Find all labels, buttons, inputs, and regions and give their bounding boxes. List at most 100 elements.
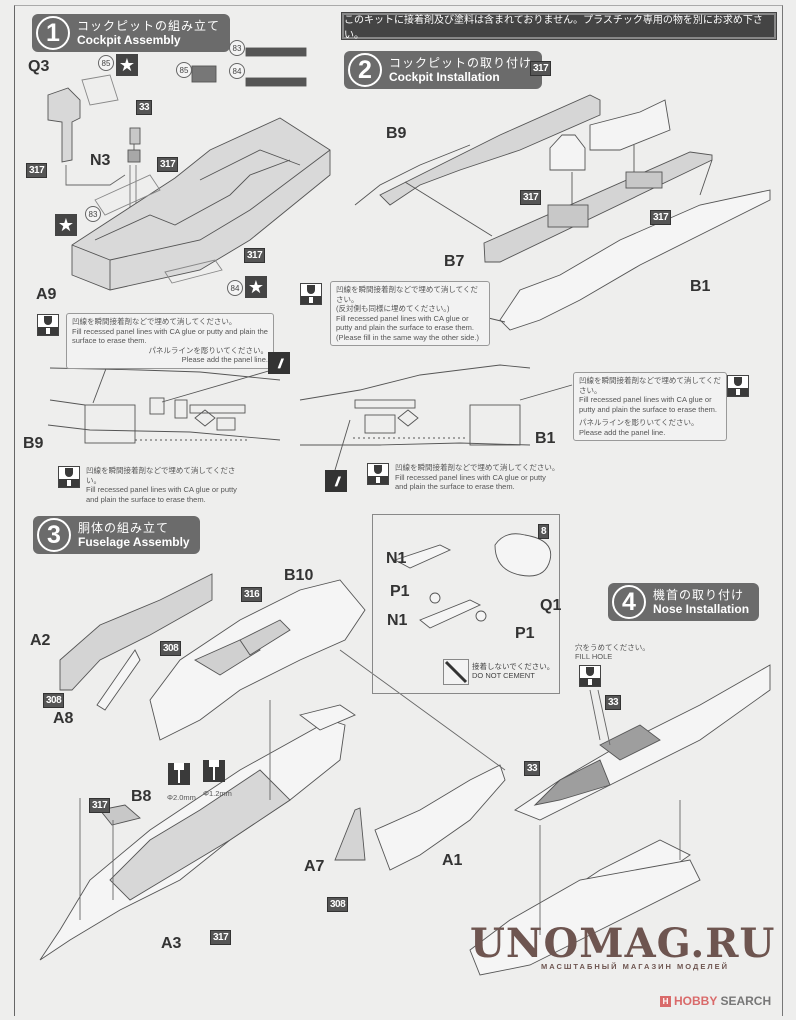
scribe-panel-line-icon: /// (268, 352, 290, 374)
part-label-b9-detail: B9 (23, 435, 44, 452)
decal-number: 85 (98, 55, 114, 71)
step-1-title-jp: コックピットの組み立て (77, 19, 221, 33)
color-code-317: 317 (520, 190, 542, 205)
star-icon: ★ (245, 276, 267, 298)
part-label-p1: P1 (515, 625, 535, 642)
star-icon: ★ (55, 214, 77, 236)
color-code-308: 308 (43, 693, 65, 708)
no-glue-paint-notice: このキットに接着剤及び塗料は含まれておりません。プラスチック専用の物を別にお求め… (341, 12, 777, 41)
step-3-title-jp: 胴体の組み立て (78, 521, 170, 535)
step-2-number: 2 (348, 53, 382, 87)
color-code-317: 317 (650, 210, 672, 225)
fill-panel-lines-both-sides-note: 凹線を瞬間接着剤などで埋めて消してください。 (反対側も同様に埋めてください。)… (330, 281, 490, 346)
step-1-number: 1 (36, 16, 70, 50)
b1-detail-drawing (299, 364, 531, 446)
part-label-a7: A7 (304, 858, 325, 875)
hobbysearch-logo-icon: H (660, 996, 671, 1008)
part-label-b9: B9 (386, 125, 407, 142)
part-label-b1: B1 (690, 278, 711, 295)
step-4-title-jp: 機首の取り付け (653, 588, 745, 602)
putty-fill-icon (727, 375, 749, 397)
part-label-b1-detail: B1 (535, 430, 556, 447)
star-icon: ★ (116, 54, 138, 76)
decal-sheets (81, 47, 307, 106)
putty-fill-icon (367, 463, 389, 485)
note-jp: 凹線を瞬間接着剤などで埋めて消してください。 (72, 317, 237, 326)
part-a7-drawing (334, 807, 366, 861)
part-label-n3: N3 (90, 152, 111, 169)
step-3-header: 3 胴体の組み立て Fuselage Assembly (33, 516, 200, 554)
b9-fill-note: 凹線を瞬間接着剤などで埋めて消してください。 Fill recessed pan… (86, 466, 246, 504)
note-jp: 凹線を瞬間接着剤などで埋めて消してください。 (336, 285, 478, 304)
part-label-b10: B10 (284, 567, 314, 584)
note-jp: 穴をうめてください。 (575, 643, 650, 652)
part-lower-nose-drawing (469, 859, 701, 976)
part-b7-drawing (483, 151, 713, 263)
step-4-title-en: Nose Installation (653, 602, 750, 616)
drill-hole-icon (168, 763, 190, 785)
putty-fill-icon (58, 466, 80, 488)
color-code-8: 8 (538, 524, 550, 539)
fill-panel-lines-note: 凹線を瞬間接着剤などで埋めて消してください。 Fill recessed pan… (66, 313, 274, 369)
decal-number: 83 (85, 206, 101, 222)
note-en: Fill recessed panel lines with CA glue o… (86, 485, 237, 504)
note-en: Fill recessed panel lines with CA glue o… (336, 313, 474, 333)
part-a9-drawing (71, 117, 331, 291)
step-2-title-jp: コックピットの取り付け (389, 56, 533, 70)
scribe-panel-line-icon: /// (325, 470, 347, 492)
drill-diameter-2mm: Φ2.0mm (167, 793, 196, 802)
hobbysearch-hobby: HOBBY (674, 994, 718, 1008)
step-4-number: 4 (612, 585, 646, 619)
part-label-n1: N1 (386, 550, 407, 567)
note-en-2: Please add the panel line. (181, 355, 268, 364)
color-code-317: 317 (26, 163, 48, 178)
unomag-watermark: UNOMAG.RU (470, 920, 776, 967)
putty-fill-icon (300, 283, 322, 305)
part-label-a3: A3 (161, 935, 182, 952)
note-en: Fill recessed panel lines with CA glue o… (72, 326, 268, 346)
step-2-header: 2 コックピットの取り付け Cockpit Installation (344, 51, 543, 89)
do-not-cement-icon (443, 659, 469, 685)
fill-hole-note: 穴をうめてください。 FILL HOLE (575, 643, 650, 661)
color-code-317: 317 (157, 157, 179, 172)
putty-fill-icon (37, 314, 59, 336)
note-jp-2: パネルラインを彫りいてください。 (579, 418, 699, 427)
do-not-cement-note: 接着しないでください。 DO NOT CEMENT (472, 662, 554, 680)
part-label-q1: Q1 (540, 597, 562, 614)
part-b10-drawing (149, 579, 366, 741)
note-en: DO NOT CEMENT (472, 671, 535, 680)
part-label-a9: A9 (36, 286, 57, 303)
step-4-header: 4 機首の取り付け Nose Installation (608, 583, 760, 621)
decal-number: 84 (229, 63, 245, 79)
note-jp: 凹線を瞬間接着剤などで埋めて消してください。 (86, 466, 236, 485)
decal-number: 85 (176, 62, 192, 78)
note-en: Fill recessed panel lines with CA glue o… (579, 395, 717, 414)
drill-diameter-1-2mm: Φ1.2mm (203, 789, 232, 798)
step-3-number: 3 (37, 518, 71, 552)
note-jp: 接着しないでください。 (472, 662, 555, 671)
part-label-a2: A2 (30, 632, 51, 649)
mechanism-inset-drawing (393, 533, 552, 629)
fill-and-scribe-note: 凹線を瞬間接着剤などで埋めて消してください。 Fill recessed pan… (573, 372, 727, 441)
color-code-33: 33 (605, 695, 622, 710)
step-3-title-en: Fuselage Assembly (78, 535, 190, 549)
color-code-317: 317 (530, 61, 552, 76)
color-code-33: 33 (524, 761, 541, 776)
part-nose-drawing (514, 664, 771, 821)
part-label-a8: A8 (53, 710, 74, 727)
drill-hole-icon (203, 760, 225, 782)
note-jp-2: (反対側も同様に埋めてください。) (336, 304, 450, 313)
step-1-title-en: Cockpit Assembly (77, 33, 181, 47)
step-1-header: 1 コックピットの組み立て Cockpit Assembly (32, 14, 231, 52)
b1-fill-note: 凹線を瞬間接着剤などで埋めて消してください。 Fill recessed pan… (395, 463, 560, 492)
part-a3-drawing (39, 719, 346, 961)
mechanism-inset-frame (372, 514, 560, 694)
putty-fill-icon (579, 665, 601, 687)
part-label-n1: N1 (387, 612, 408, 629)
decal-number: 84 (227, 280, 243, 296)
color-code-317: 317 (244, 248, 266, 263)
page-frame (14, 5, 783, 1016)
part-label-b7: B7 (444, 253, 465, 270)
